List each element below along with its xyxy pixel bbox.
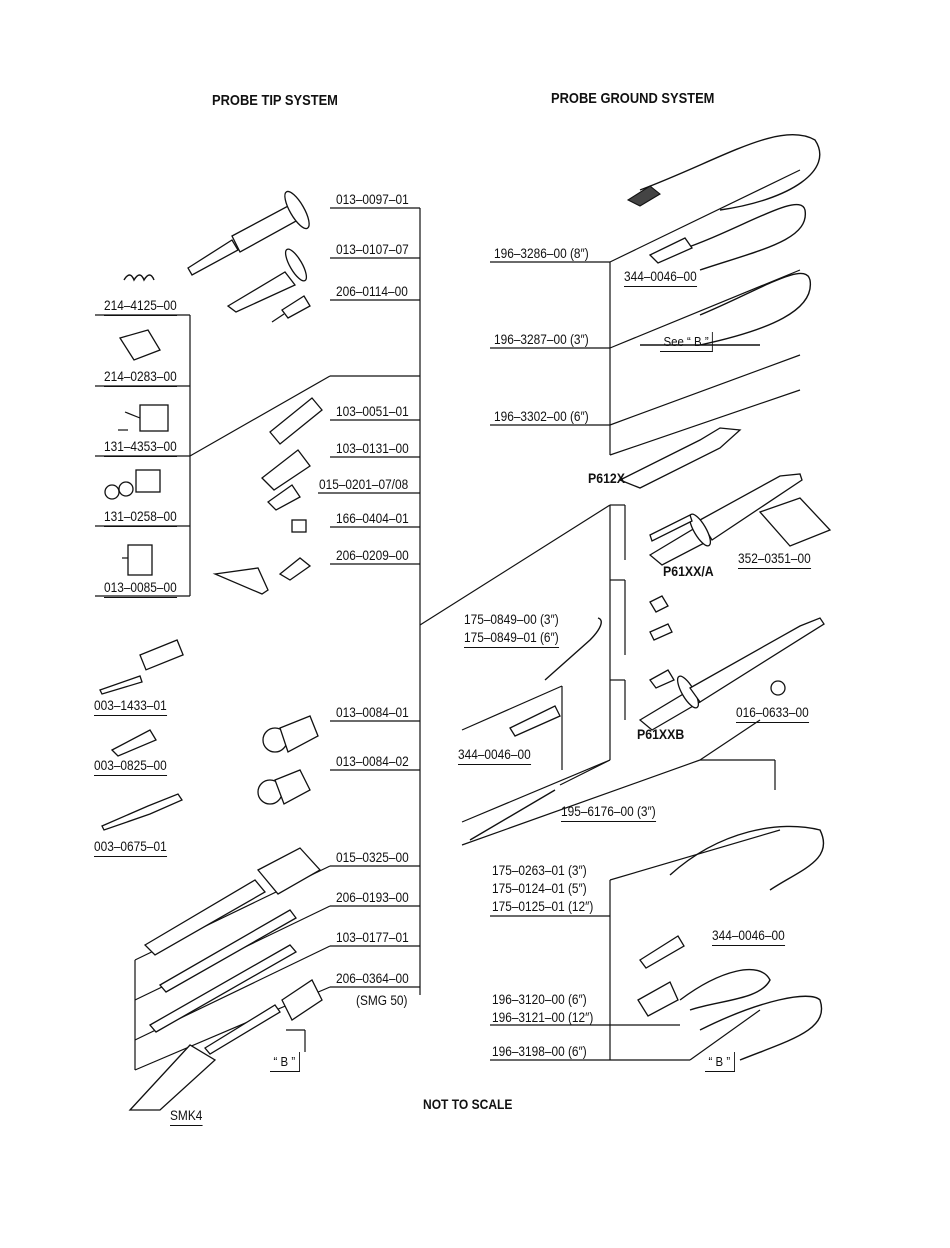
b-reference-ground: “ B ” xyxy=(705,1052,735,1072)
part-label-103-0051-01: 103–0051–01 xyxy=(336,404,409,419)
part-label-bracket: 214–0283–00 xyxy=(104,370,177,387)
model-label-p612x: P612X xyxy=(588,470,626,486)
part-label-196-3302-00: 196–3302–00 (6″) xyxy=(494,409,589,424)
probe-tip-system-heading: PROBE TIP SYSTEM xyxy=(212,92,338,109)
part-label-344-0046-00-low: 344–0046–00 xyxy=(712,929,785,946)
part-label-103-0131-00: 103–0131–00 xyxy=(336,441,409,456)
part-label-196-3286-00: 196–3286–00 (8″) xyxy=(494,246,589,261)
part-label-175-0124-01: 175–0124–01 (5″) xyxy=(492,881,587,896)
part-label-screwdriver-1: 003–1433–01 xyxy=(94,699,167,716)
part-label-screwdriver-3: 003–0675–01 xyxy=(94,840,167,857)
part-label-013-0107-07: 013–0107–07 xyxy=(336,242,409,257)
part-label-196-3121-00: 196–3121–00 (12″) xyxy=(492,1010,594,1025)
part-label-013-0084-02: 013–0084–02 xyxy=(336,754,409,769)
part-label-195-6176-00: 195–6176–00 (3″) xyxy=(561,805,656,822)
ground-bracket-lines xyxy=(461,169,801,1061)
part-label-175-0125-01: 175–0125–01 (12″) xyxy=(492,899,594,914)
not-to-scale-note: NOT TO SCALE xyxy=(423,1096,513,1112)
part-label-015-0201-07-08: 015–0201–07/08 xyxy=(319,477,409,492)
part-label-166-0404-01: 166–0404–01 xyxy=(336,511,409,526)
part-label-103-0177-01: 103–0177–01 xyxy=(336,930,409,945)
part-label-206-0193-00: 206–0193–00 xyxy=(336,890,409,905)
part-label-352-0351-00: 352–0351–00 xyxy=(738,552,811,569)
part-label-013-0097-01: 013–0097–01 xyxy=(336,192,409,207)
part-label-015-0325-00: 015–0325–00 xyxy=(336,850,409,865)
part-label-adapter: 013–0085–00 xyxy=(104,581,177,598)
smg-note: (SMG 50) xyxy=(356,993,408,1008)
part-label-016-0633-00: 016–0633–00 xyxy=(736,706,809,723)
part-label-175-0263-01: 175–0263–01 (3″) xyxy=(492,863,587,878)
part-label-196-3198-00: 196–3198–00 (6″) xyxy=(492,1044,587,1059)
see-b-reference: See “ B ” xyxy=(660,332,714,352)
part-label-screwdriver-2: 003–0825–00 xyxy=(94,759,167,776)
smk4-label: SMK4 xyxy=(170,1109,203,1126)
tip-part-drawings xyxy=(99,190,323,1111)
part-label-013-0084-01: 013–0084–01 xyxy=(336,705,409,720)
part-label-jack: 131–0258–00 xyxy=(104,510,177,527)
model-label-p61xx-a: P61XX/A xyxy=(663,563,714,579)
part-label-206-0364-00: 206–0364–00 xyxy=(336,971,409,986)
probe-ground-system-heading: PROBE GROUND SYSTEM xyxy=(551,90,715,107)
part-label-196-3120-00: 196–3120–00 (6″) xyxy=(492,992,587,1007)
part-label-175-0849-00: 175–0849–00 (3″) xyxy=(464,612,559,627)
part-label-socket: 131–4353–00 xyxy=(104,440,177,457)
part-label-206-0209-00: 206–0209–00 xyxy=(336,548,409,563)
part-label-344-0046-00-top: 344–0046–00 xyxy=(624,270,697,287)
part-label-spring: 214–4125–00 xyxy=(104,299,177,316)
part-label-344-0046-00-mid: 344–0046–00 xyxy=(458,748,531,765)
part-label-196-3287-00: 196–3287–00 (3″) xyxy=(494,332,589,347)
b-reference-tip: “ B ” xyxy=(270,1052,300,1072)
model-label-p61xxb: P61XXB xyxy=(637,726,685,742)
part-label-175-0849-01: 175–0849–01 (6″) xyxy=(464,631,559,648)
ground-part-drawings xyxy=(469,133,832,1061)
part-label-206-0114-00: 206–0114–00 xyxy=(336,284,408,299)
